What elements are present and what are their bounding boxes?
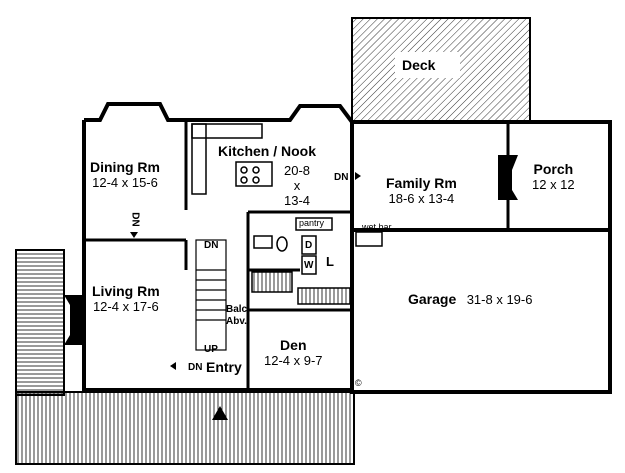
balcony-label-2: Abv.: [226, 316, 247, 327]
washer-label: W: [304, 260, 314, 271]
exterior-walls: [82, 102, 612, 394]
staircase: [195, 239, 227, 351]
toilet-icon: [276, 236, 288, 252]
garage-label: Garage 31-8 x 19-6: [408, 291, 533, 308]
fireplace-porch: [498, 155, 518, 200]
closet-hatch: [297, 287, 351, 305]
copyright-mark: ©: [355, 378, 362, 388]
balcony-label-1: Balc.: [226, 304, 250, 315]
kitchen-label: Kitchen / Nook: [218, 143, 317, 159]
kitchen-dims: 20-8 x 13-4: [284, 163, 311, 208]
pantry-box: [295, 217, 333, 231]
closet-hatch-2: [251, 271, 293, 293]
dn-arrow-icon-3: [130, 232, 138, 238]
dn-arrow-icon: [355, 172, 361, 180]
den-label: Den 12-4 x 9-7: [264, 337, 323, 369]
porch-label: Porch 12 x 12: [532, 161, 575, 193]
dn-label-entry: DN: [188, 362, 203, 373]
deck-label: Deck: [402, 57, 436, 73]
dn-label-dining: DN: [129, 212, 141, 227]
dn-label-stairs: DN: [204, 240, 219, 251]
washer-box: [301, 255, 317, 275]
entry-label: Entry: [206, 359, 242, 375]
sink-icon: [253, 235, 273, 249]
deck-area: [351, 17, 531, 123]
up-label: UP: [204, 344, 218, 355]
kitchen-counters: [191, 123, 273, 195]
family-room-label: Family Rm 18-6 x 13-4: [386, 175, 457, 207]
entry-arrow-icon: [212, 406, 228, 420]
dryer-label: D: [305, 240, 313, 251]
living-room-label: Living Rm 12-4 x 17-6: [92, 283, 160, 315]
l-label: L: [326, 254, 334, 269]
wet-bar-label: wet bar: [362, 222, 392, 232]
pantry-label: pantry: [299, 218, 325, 228]
wet-bar-box: [355, 231, 383, 247]
dn-label-kitchen: DN: [334, 172, 349, 183]
dining-room-label: Dining Rm 12-4 x 15-6: [90, 159, 160, 191]
dryer-box: [301, 235, 317, 255]
fireplace-living: [64, 295, 82, 345]
interior-walls: [84, 120, 510, 390]
dn-arrow-icon-2: [170, 362, 176, 370]
